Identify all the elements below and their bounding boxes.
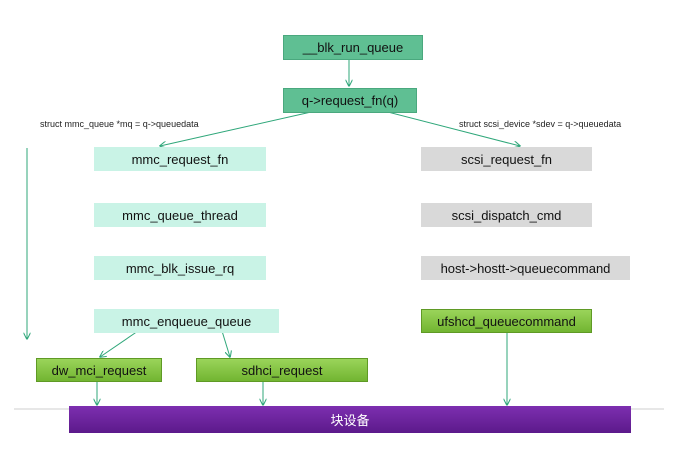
arrow-to-dw-mci <box>100 330 139 357</box>
request-fn-label: q->request_fn(q) <box>301 93 399 108</box>
host-queuecommand-box: host->hostt->queuecommand <box>421 256 630 280</box>
dw-mci-request-label: dw_mci_request <box>51 362 147 378</box>
mmc-queuedata-note: struct mmc_queue *mq = q->queuedata <box>40 119 199 129</box>
scsi-request-fn-label: scsi_request_fn <box>460 151 553 167</box>
mmc-request-fn-box: mmc_request_fn <box>94 147 266 171</box>
scsi-dispatch-cmd-label: scsi_dispatch_cmd <box>451 207 562 223</box>
mmc-enqueue-queue-label: mmc_enqueue_queue <box>121 313 252 329</box>
block-device-label: 块设备 <box>330 413 370 428</box>
mmc-queue-thread-label: mmc_queue_thread <box>122 207 238 223</box>
host-queuecommand-label: host->hostt->queuecommand <box>440 260 611 276</box>
mmc-request-fn-label: mmc_request_fn <box>131 151 229 167</box>
ufshcd-queuecommand-label: ufshcd_queuecommand <box>437 313 576 329</box>
dw-mci-request-box: dw_mci_request <box>36 358 162 382</box>
sdhci-request-box: sdhci_request <box>196 358 368 382</box>
block-device-bar: 块设备 <box>69 406 631 433</box>
sdhci-request-label: sdhci_request <box>241 362 323 378</box>
scsi-queuedata-note: struct scsi_device *sdev = q->queuedata <box>459 119 622 129</box>
blk-run-queue-box: __blk_run_queue <box>283 35 423 60</box>
mmc-enqueue-queue-box: mmc_enqueue_queue <box>94 309 279 333</box>
ufshcd-queuecommand-box: ufshcd_queuecommand <box>421 309 592 333</box>
scsi-request-fn-box: scsi_request_fn <box>421 147 592 171</box>
request-fn-box: q->request_fn(q) <box>283 88 417 113</box>
mmc-queue-thread-box: mmc_queue_thread <box>94 203 266 227</box>
scsi-dispatch-cmd-box: scsi_dispatch_cmd <box>421 203 592 227</box>
arrow-to-sdhci <box>221 330 230 357</box>
arrow-to-mmc-request <box>160 109 321 146</box>
arrow-to-scsi-request <box>379 109 520 146</box>
blk-run-queue-label: __blk_run_queue <box>302 40 404 55</box>
mmc-blk-issue-rq-label: mmc_blk_issue_rq <box>125 260 235 276</box>
mmc-blk-issue-rq-box: mmc_blk_issue_rq <box>94 256 266 280</box>
